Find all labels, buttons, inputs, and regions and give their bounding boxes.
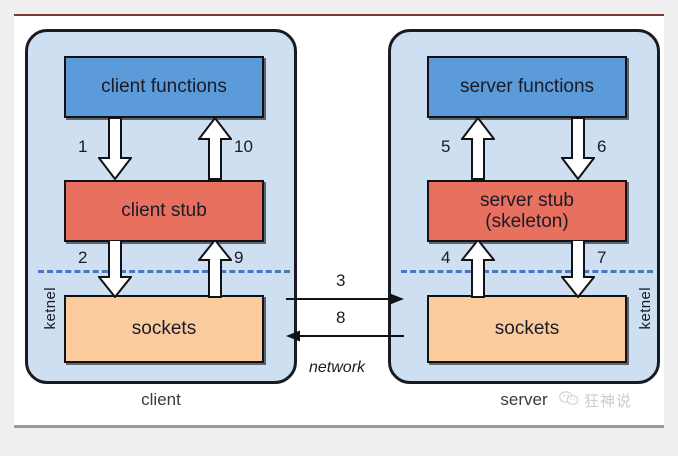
wechat-icon xyxy=(559,390,579,411)
arrow-client-sockets-to-stub-icon xyxy=(198,240,232,298)
server-functions-box: server functions xyxy=(427,56,627,118)
arrow-client-stub-to-functions-icon xyxy=(198,118,232,180)
arrow-client-functions-to-stub-icon xyxy=(98,118,132,180)
arrow-server-stub-to-sockets-icon xyxy=(561,240,595,298)
client-stub-box: client stub xyxy=(64,180,264,242)
client-stub-label: client stub xyxy=(121,200,207,222)
client-caption: client xyxy=(141,390,181,409)
step-number-2: 2 xyxy=(78,248,88,267)
server-functions-label: server functions xyxy=(459,76,595,98)
diagram-frame: client functions client stub sockets 1 1… xyxy=(14,14,664,428)
watermark-text: 狂神说 xyxy=(584,393,633,410)
server-panel: server functions server stub (skeleton) … xyxy=(388,29,660,384)
client-sockets-box: sockets xyxy=(64,295,264,363)
client-panel: client functions client stub sockets 1 1… xyxy=(25,29,297,384)
step-number-4: 4 xyxy=(441,248,451,267)
step-number-9: 9 xyxy=(234,248,244,267)
server-stub-label-line2: (skeleton) xyxy=(485,211,569,232)
server-kernel-label: ketnel xyxy=(637,287,654,330)
client-kernel-boundary-line xyxy=(38,270,290,273)
network-label: network xyxy=(309,359,366,376)
network-request-arrow-icon xyxy=(286,292,404,311)
step-number-1: 1 xyxy=(78,137,88,156)
step-number-8: 8 xyxy=(336,308,346,327)
server-stub-label-line1: server stub xyxy=(480,189,574,211)
step-number-10: 10 xyxy=(234,137,253,156)
server-sockets-box: sockets xyxy=(427,295,627,363)
arrow-server-stub-to-functions-icon xyxy=(461,118,495,180)
step-number-7: 7 xyxy=(597,248,607,267)
step-number-5: 5 xyxy=(441,137,451,156)
server-sockets-label: sockets xyxy=(494,318,560,340)
network-reply-arrow-icon xyxy=(286,329,404,348)
client-kernel-label: ketnel xyxy=(42,287,59,330)
client-functions-box: client functions xyxy=(64,56,264,118)
arrow-server-sockets-to-stub-icon xyxy=(461,240,495,298)
client-functions-label: client functions xyxy=(101,76,227,98)
step-number-3: 3 xyxy=(336,271,346,290)
arrow-server-functions-to-stub-icon xyxy=(561,118,595,180)
server-stub-box: server stub (skeleton) xyxy=(427,180,627,242)
watermark: 狂神说 xyxy=(559,390,632,411)
server-kernel-boundary-line xyxy=(401,270,653,273)
client-sockets-label: sockets xyxy=(131,318,197,340)
step-number-6: 6 xyxy=(597,137,607,156)
server-caption: server xyxy=(500,390,548,409)
arrow-client-stub-to-sockets-icon xyxy=(98,240,132,298)
